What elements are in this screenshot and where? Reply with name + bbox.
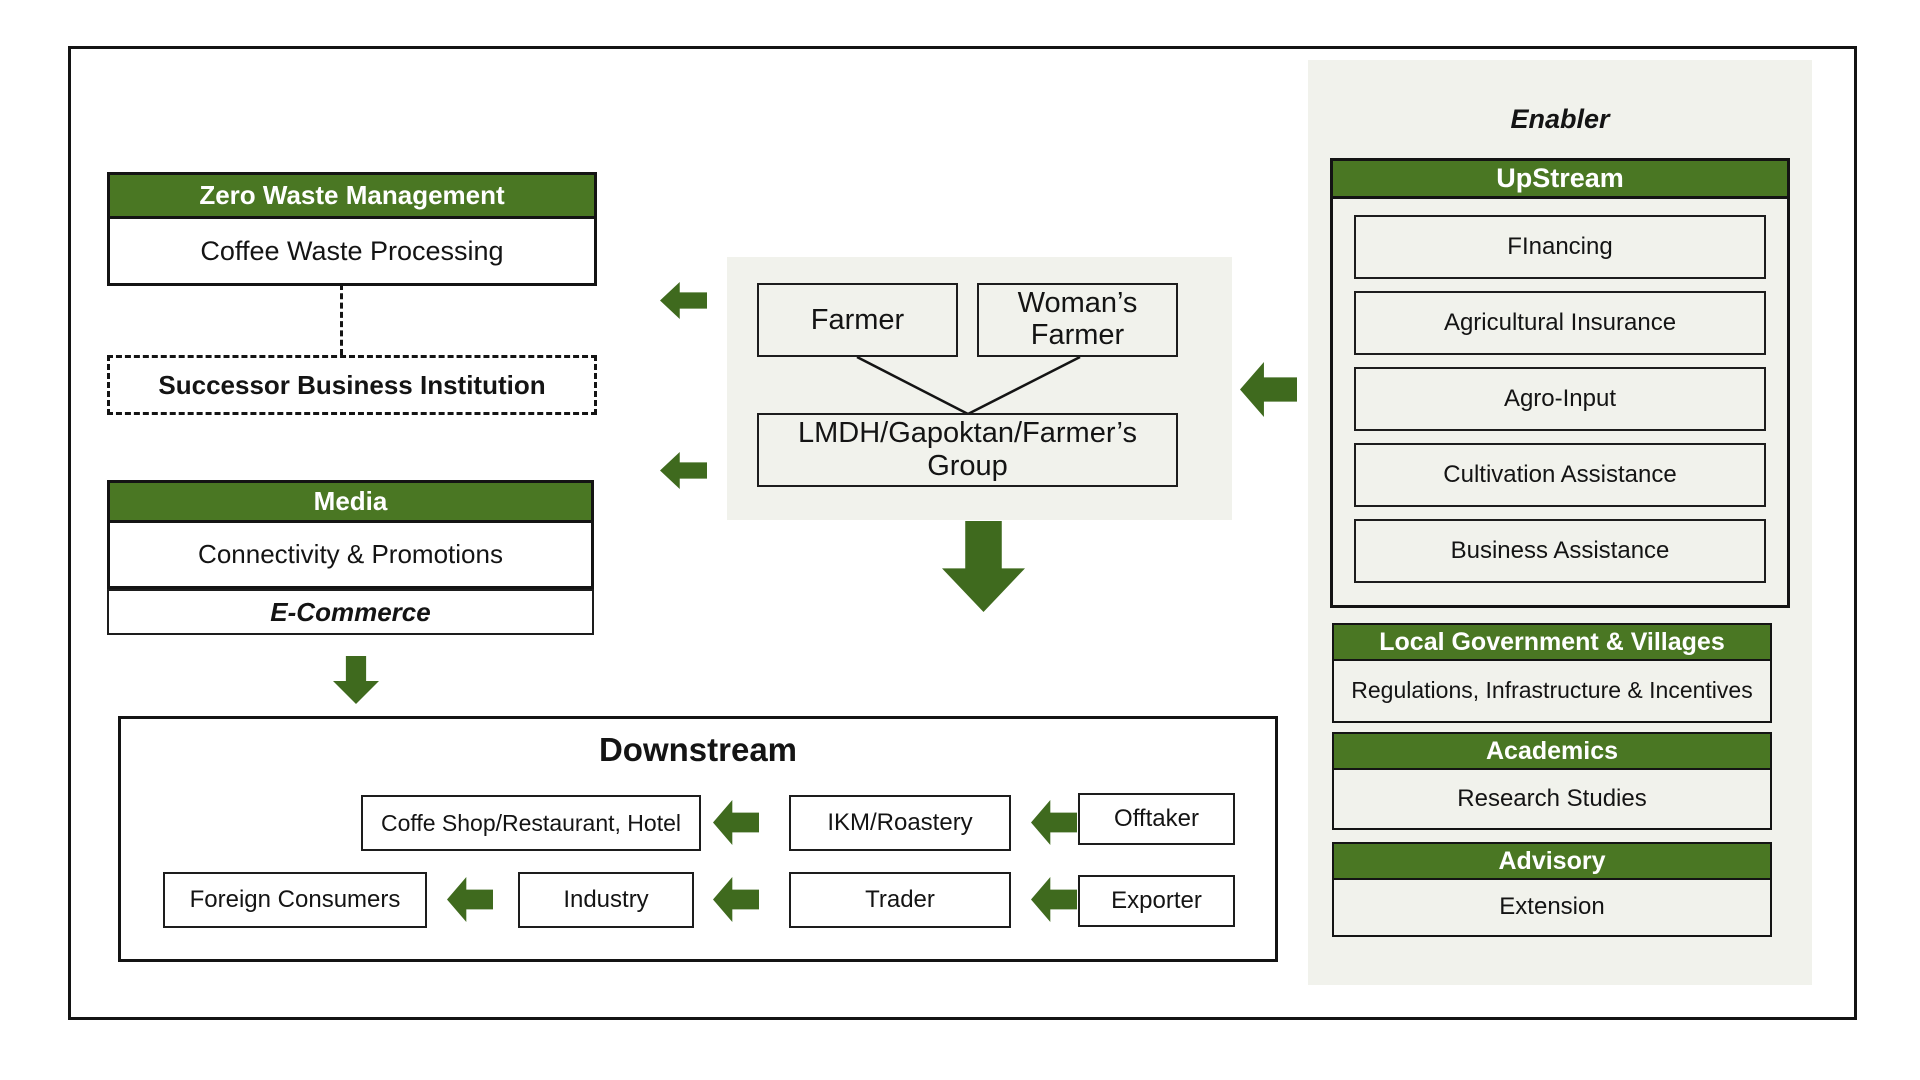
downstream-section: Downstream Coffe Shop/Restaurant, Hotel …	[118, 716, 1278, 962]
upstream-group: UpStream FInancing Agricultural Insuranc…	[1330, 158, 1790, 608]
upstream-items: FInancing Agricultural Insurance Agro-In…	[1333, 199, 1787, 583]
arrow-left-industry-to-foreign-icon	[447, 877, 493, 922]
coffee-shop-box: Coffe Shop/Restaurant, Hotel	[361, 795, 701, 851]
agro-input-box: Agro-Input	[1354, 367, 1766, 431]
diagram-frame	[68, 46, 1857, 1020]
local-government-header: Local Government & Villages	[1334, 625, 1770, 661]
cultivation-assistance-box: Cultivation Assistance	[1354, 443, 1766, 507]
dashed-connector	[340, 284, 343, 355]
advisory-group: Advisory Extension	[1332, 842, 1772, 937]
foreign-consumers-box: Foreign Consumers	[163, 872, 427, 928]
local-government-group: Local Government & Villages Regulations,…	[1332, 623, 1772, 723]
farmer-group-connector-lines	[856, 355, 1081, 416]
business-assistance-box: Business Assistance	[1354, 519, 1766, 583]
regulations-box: Regulations, Infrastructure & Incentives	[1334, 661, 1770, 720]
coffee-waste-processing-box: Coffee Waste Processing	[110, 219, 594, 283]
ikm-roastery-box: IKM/Roastery	[789, 795, 1011, 851]
ecommerce-box: E-Commerce	[107, 589, 594, 635]
enabler-panel: Enabler UpStream FInancing Agricultural …	[1308, 60, 1812, 985]
research-studies-box: Research Studies	[1334, 770, 1770, 827]
media-group: Media Connectivity & Promotions	[107, 480, 594, 589]
exporter-box: Exporter	[1078, 875, 1235, 927]
extension-box: Extension	[1334, 880, 1770, 934]
media-header: Media	[110, 483, 591, 523]
farmers-group-box: LMDH/Gapoktan/Farmer’s Group	[757, 413, 1178, 487]
trader-box: Trader	[789, 872, 1011, 928]
upstream-header: UpStream	[1333, 161, 1787, 199]
connectivity-promotions-box: Connectivity & Promotions	[110, 523, 591, 586]
enabler-title: Enabler	[1510, 104, 1610, 134]
agricultural-insurance-box: Agricultural Insurance	[1354, 291, 1766, 355]
industry-box: Industry	[518, 872, 694, 928]
academics-header: Academics	[1334, 734, 1770, 770]
farmer-box: Farmer	[757, 283, 958, 357]
offtaker-box: Offtaker	[1078, 793, 1235, 845]
zero-waste-header: Zero Waste Management	[110, 175, 594, 219]
arrow-left-exporter-to-trader-icon	[1031, 877, 1077, 922]
arrow-left-trader-to-industry-icon	[713, 877, 759, 922]
successor-business-institution-box: Successor Business Institution	[107, 355, 597, 415]
downstream-title: Downstream	[598, 731, 798, 768]
advisory-header: Advisory	[1334, 844, 1770, 880]
core-panel: Farmer Woman’s Farmer LMDH/Gapoktan/Farm…	[727, 257, 1232, 520]
financing-box: FInancing	[1354, 215, 1766, 279]
academics-group: Academics Research Studies	[1332, 732, 1772, 830]
arrow-left-ikm-to-coffeeshop-icon	[713, 800, 759, 845]
zero-waste-group: Zero Waste Management Coffee Waste Proce…	[107, 172, 597, 286]
arrow-left-offtaker-to-ikm-icon	[1031, 800, 1077, 845]
woman-farmer-box: Woman’s Farmer	[977, 283, 1178, 357]
